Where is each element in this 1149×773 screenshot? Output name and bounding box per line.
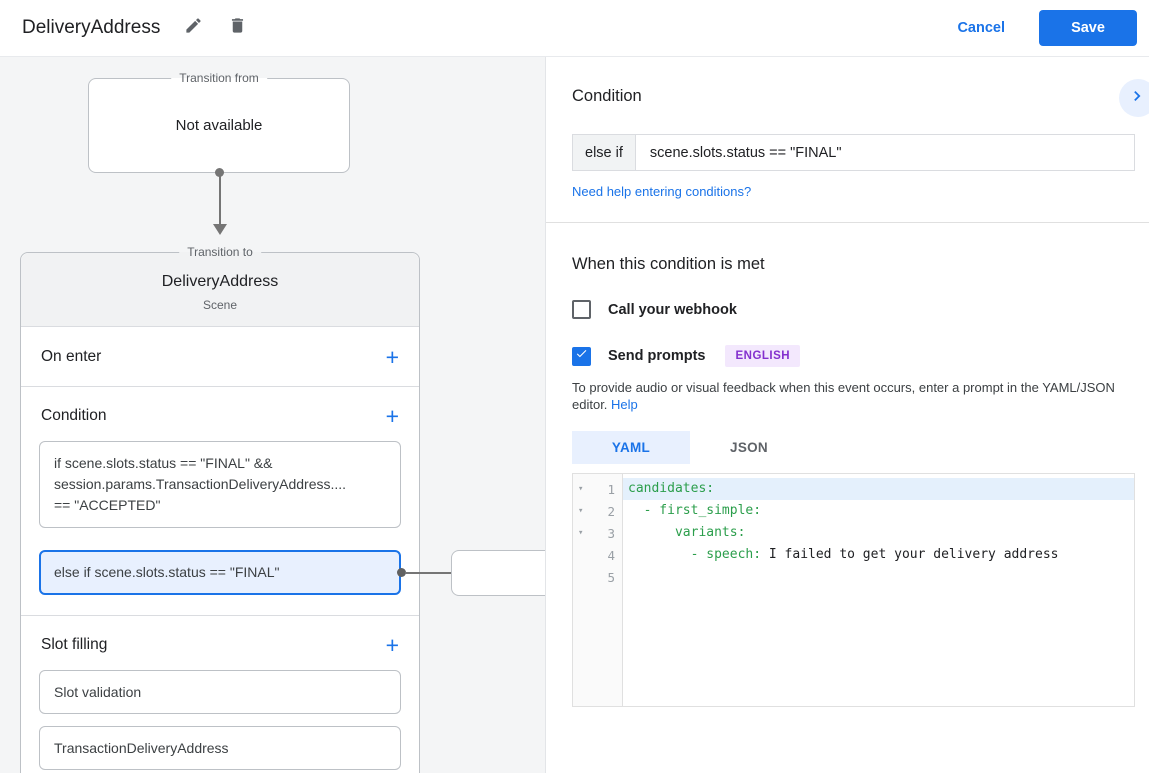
- send-prompts-row: Send prompts ENGLISH: [572, 345, 1149, 367]
- fold-arrow-icon[interactable]: ▾: [578, 484, 584, 494]
- detail-panel: Condition else if Need help entering con…: [546, 57, 1149, 773]
- fold-arrow-icon[interactable]: ▾: [578, 528, 584, 538]
- slot-validation-item[interactable]: Slot validation: [39, 670, 401, 714]
- condition-editor-row: else if: [572, 134, 1135, 171]
- yaml-key: - first_simple:: [628, 503, 762, 518]
- webhook-checkbox[interactable]: [572, 300, 591, 319]
- code-line: [623, 566, 1134, 588]
- editor-gutter: ▾ 1 ▾ 2 ▾ 3 4 5: [573, 474, 623, 706]
- yaml-key: candidates:: [628, 481, 715, 496]
- delete-button[interactable]: [226, 17, 248, 39]
- webhook-label: Call your webhook: [608, 301, 737, 318]
- prompts-description: To provide audio or visual feedback when…: [572, 379, 1134, 413]
- selected-condition-text: else if scene.slots.status == "FINAL": [54, 564, 280, 580]
- send-prompts-label: Send prompts: [608, 348, 706, 364]
- section-divider: [546, 222, 1149, 223]
- condition-item-else-if-selected[interactable]: else if scene.slots.status == "FINAL": [39, 550, 545, 596]
- editor-tabs: YAML JSON: [572, 431, 1149, 464]
- connector-dot: [215, 168, 224, 177]
- connector-line: [218, 175, 221, 226]
- branch-line: [405, 571, 461, 574]
- slot-transaction-item[interactable]: TransactionDeliveryAddress: [39, 726, 401, 770]
- condition-section-header: Condition +: [39, 403, 401, 429]
- scene-type: Scene: [202, 298, 238, 312]
- pencil-icon: [184, 16, 203, 40]
- save-button[interactable]: Save: [1039, 10, 1137, 46]
- gutter-row: 4: [573, 544, 622, 566]
- gutter-row: 5: [573, 566, 622, 588]
- scene-name: DeliveryAddress: [161, 273, 279, 290]
- scene-card: Transition to DeliveryAddress Scene On e…: [20, 245, 545, 773]
- webhook-row: Call your webhook: [572, 300, 1149, 319]
- when-condition-heading: When this condition is met: [572, 255, 765, 273]
- send-prompts-checkbox[interactable]: [572, 346, 591, 366]
- gutter-row: ▾ 1: [573, 478, 622, 500]
- help-link[interactable]: Help: [611, 397, 638, 412]
- connector-arrowhead: [212, 224, 227, 235]
- conditions-help-link[interactable]: Need help entering conditions?: [572, 184, 752, 199]
- condition-line: session.params.TransactionDeliveryAddres…: [54, 476, 347, 492]
- code-line: - first_simple:: [623, 500, 1134, 522]
- slot-filling-label: Slot filling: [41, 636, 108, 653]
- code-line: - speech: I failed to get your delivery …: [623, 544, 1134, 566]
- edit-button[interactable]: [182, 17, 204, 39]
- on-enter-label: On enter: [41, 347, 102, 365]
- main-layout: Transition from Not available Transition…: [0, 57, 1149, 773]
- checkmark-icon: [575, 347, 588, 365]
- condition-line: if scene.slots.status == "FINAL" &&: [54, 455, 273, 471]
- line-number: 4: [607, 547, 615, 563]
- tab-json[interactable]: JSON: [730, 440, 768, 455]
- line-number: 2: [607, 503, 615, 519]
- top-bar: DeliveryAddress Cancel Save: [0, 0, 1149, 57]
- condition-section-label: Condition: [41, 407, 107, 424]
- fold-arrow-icon[interactable]: ▾: [578, 506, 584, 516]
- transition-to-label: Transition to: [179, 245, 261, 259]
- cancel-button[interactable]: Cancel: [957, 20, 1005, 36]
- yaml-key: - speech:: [628, 547, 762, 562]
- page-title: DeliveryAddress: [22, 17, 161, 38]
- flow-canvas: Transition from Not available Transition…: [0, 57, 546, 773]
- slot-filling-section: Slot filling + Slot validation Transacti…: [21, 616, 419, 773]
- add-slot-icon[interactable]: +: [385, 632, 399, 658]
- yaml-key: variants:: [628, 525, 746, 540]
- branch-target-box[interactable]: [451, 550, 545, 596]
- yaml-editor[interactable]: ▾ 1 ▾ 2 ▾ 3 4 5: [572, 473, 1135, 707]
- gutter-row: ▾ 2: [573, 500, 622, 522]
- transition-from-label: Transition from: [171, 71, 267, 85]
- branch-dot: [397, 568, 406, 577]
- condition-expression-input[interactable]: [635, 134, 1135, 171]
- line-number: 1: [607, 481, 615, 497]
- add-on-enter-icon[interactable]: +: [385, 343, 399, 370]
- code-line: candidates:: [623, 478, 1134, 500]
- transition-from-content: Not available: [175, 117, 263, 134]
- transition-from-box[interactable]: Transition from Not available: [88, 71, 350, 173]
- collapse-panel-button[interactable]: [1119, 79, 1149, 117]
- condition-heading: Condition: [572, 87, 642, 105]
- condition-line: == "ACCEPTED": [54, 497, 161, 513]
- slot-filling-header: Slot filling +: [39, 632, 401, 658]
- on-enter-row[interactable]: On enter +: [21, 327, 419, 387]
- gutter-row: ▾ 3: [573, 522, 622, 544]
- condition-prefix: else if: [572, 134, 636, 171]
- tab-yaml[interactable]: YAML: [572, 431, 690, 464]
- trash-icon: [228, 16, 247, 40]
- condition-section: Condition + if scene.slots.status == "FI…: [21, 387, 545, 616]
- prompts-description-text: To provide audio or visual feedback when…: [572, 380, 1115, 412]
- scene-card-header[interactable]: DeliveryAddress Scene: [21, 253, 419, 327]
- condition-item-if[interactable]: if scene.slots.status == "FINAL" && sess…: [39, 441, 401, 528]
- editor-code-area[interactable]: candidates: - first_simple: variants: - …: [623, 474, 1134, 706]
- add-condition-icon[interactable]: +: [385, 403, 399, 429]
- yaml-value: I failed to get your delivery address: [761, 547, 1059, 562]
- language-badge: ENGLISH: [725, 345, 801, 367]
- chevron-right-icon: [1129, 87, 1147, 110]
- line-number: 3: [607, 525, 615, 541]
- line-number: 5: [607, 569, 615, 585]
- code-line: variants:: [623, 522, 1134, 544]
